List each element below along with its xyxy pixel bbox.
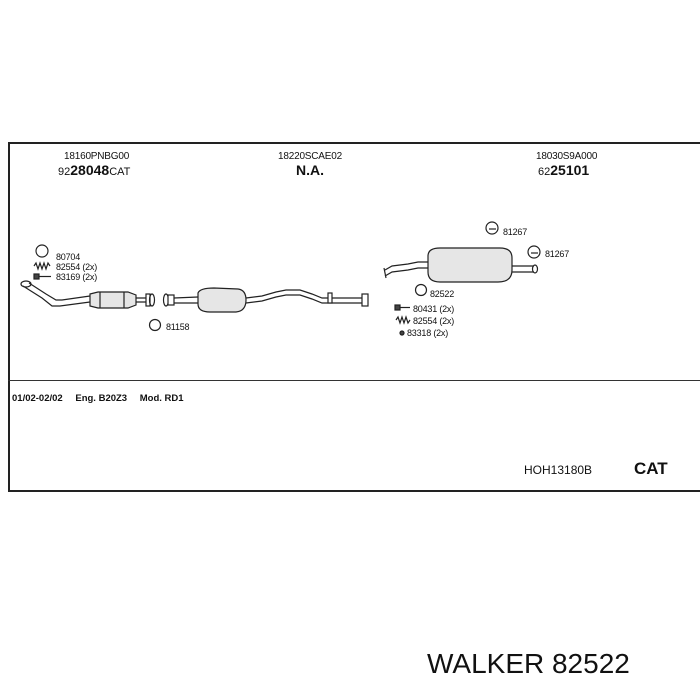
vehicle-info: 01/02-02/02 Eng. B20Z3 Mod. RD1: [12, 393, 194, 404]
centre-pipe-with-silencer: [162, 287, 369, 313]
part-label-80431[interactable]: 80431 (2x): [413, 304, 455, 314]
header-code-1: 18160PNBG00: [64, 151, 130, 162]
header-part-1[interactable]: 9228048CAT: [58, 162, 131, 178]
info-model: Mod. RD1: [139, 393, 184, 404]
reference-code: HOH13180B: [524, 463, 593, 477]
header-code-3: 18030S9A000: [536, 151, 598, 162]
bolt-icon: [33, 273, 51, 280]
type-label: CAT: [634, 459, 668, 478]
clamp-icon: [414, 283, 428, 297]
spring-icon: [395, 315, 411, 325]
part-label-83318[interactable]: 83318 (2x): [407, 328, 449, 338]
part-label-81158[interactable]: 81158: [166, 322, 190, 332]
header-part-3[interactable]: 6225101: [538, 162, 590, 178]
nut-icon: [399, 330, 405, 336]
rubber-hanger-icon: [527, 245, 541, 259]
info-date: 01/02-02/02: [12, 393, 63, 404]
part-label-81267-upper[interactable]: 81267: [503, 227, 528, 237]
header-part-2: N.A.: [296, 162, 324, 178]
header-code-2: 18220SCAE02: [278, 151, 342, 162]
front-pipe-with-catalyst: [20, 280, 156, 309]
spring-icon: [33, 261, 51, 271]
rear-silencer: [383, 247, 539, 283]
info-engine: Eng. B20Z3: [75, 393, 128, 404]
part-label-83169[interactable]: 83169 (2x): [56, 272, 98, 282]
part-label-82522[interactable]: 82522: [430, 289, 455, 299]
rubber-hanger-icon: [485, 221, 499, 235]
part-label-82554-front[interactable]: 82554 (2x): [56, 262, 98, 272]
exhaust-diagram-sheet: [8, 142, 700, 492]
section-divider: [8, 380, 700, 381]
gasket-ring-icon: [35, 244, 49, 258]
part-label-80704[interactable]: 80704: [56, 252, 81, 262]
part-label-82554-rear[interactable]: 82554 (2x): [413, 316, 455, 326]
brand-part-number: WALKER 82522: [427, 648, 630, 679]
gasket-ring-icon: [148, 318, 162, 332]
bolt-icon: [394, 304, 410, 311]
part-label-81267-lower[interactable]: 81267: [545, 249, 570, 259]
